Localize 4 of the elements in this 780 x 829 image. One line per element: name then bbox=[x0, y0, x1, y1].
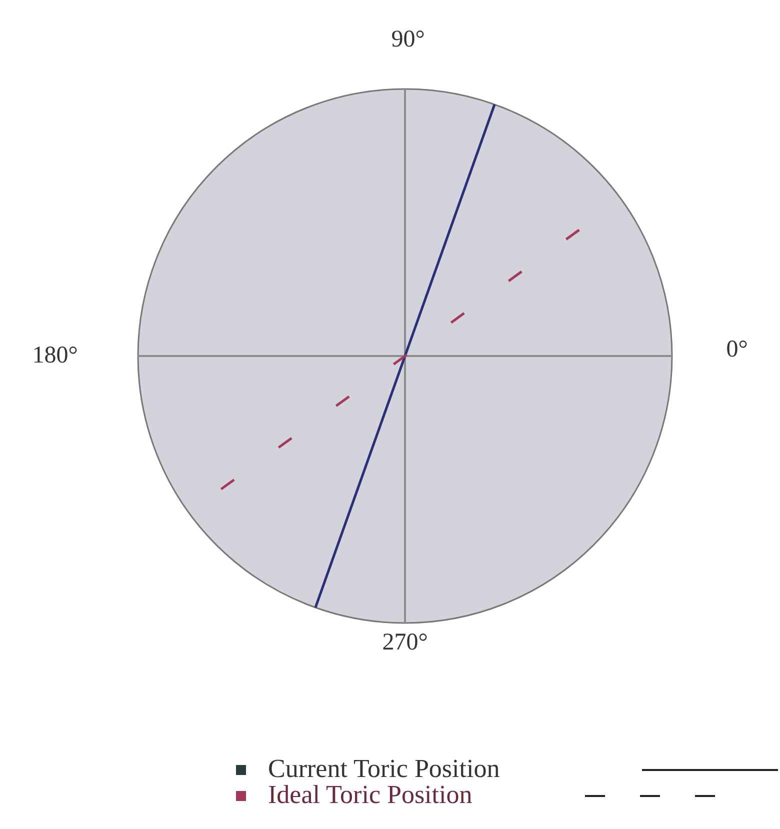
angle-label: 180° bbox=[32, 342, 78, 370]
angle-label: 270° bbox=[382, 630, 428, 656]
angle-label: 90° bbox=[391, 26, 425, 54]
angle-label: 0° bbox=[726, 336, 748, 364]
